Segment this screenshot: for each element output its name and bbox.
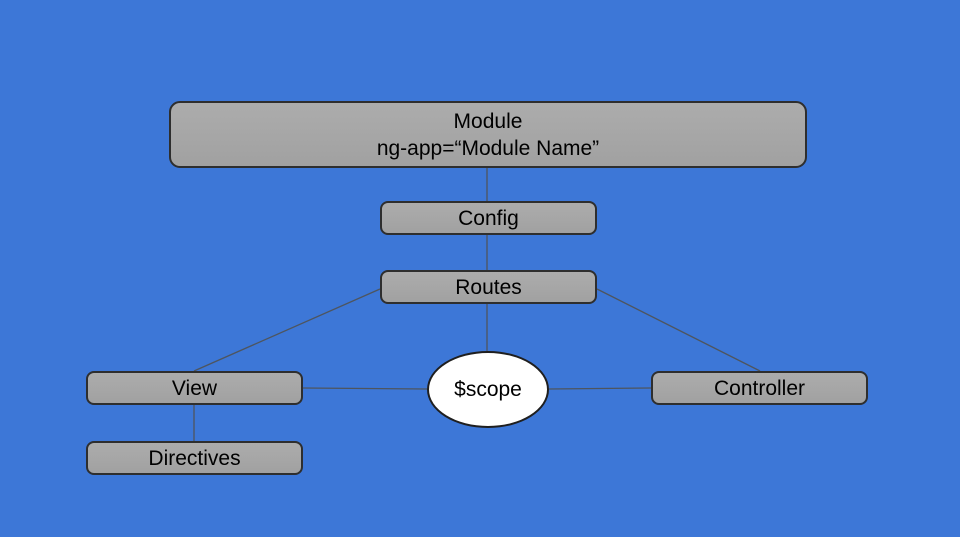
node-routes-label: Routes xyxy=(455,275,522,299)
node-view: View xyxy=(86,371,303,405)
node-routes: Routes xyxy=(380,270,597,304)
node-module-label-line2: ng-app=“Module Name” xyxy=(376,136,600,160)
connector-routes-controller xyxy=(596,288,761,372)
connector-routes-view xyxy=(193,288,381,372)
node-directives: Directives xyxy=(86,441,303,475)
node-module: Module ng-app=“Module Name” xyxy=(169,101,807,168)
node-controller: Controller xyxy=(651,371,868,405)
node-scope: $scope xyxy=(427,351,549,428)
node-directives-label: Directives xyxy=(148,446,241,470)
node-view-label: View xyxy=(171,376,218,400)
node-config: Config xyxy=(380,201,597,235)
connector-view-scope xyxy=(302,387,428,390)
slide-bottom-edge xyxy=(0,537,960,540)
node-module-label-line1: Module xyxy=(453,109,523,133)
node-scope-label: $scope xyxy=(454,378,522,401)
node-controller-label: Controller xyxy=(713,376,806,400)
node-config-label: Config xyxy=(458,206,519,230)
connector-scope-controller xyxy=(548,387,652,390)
